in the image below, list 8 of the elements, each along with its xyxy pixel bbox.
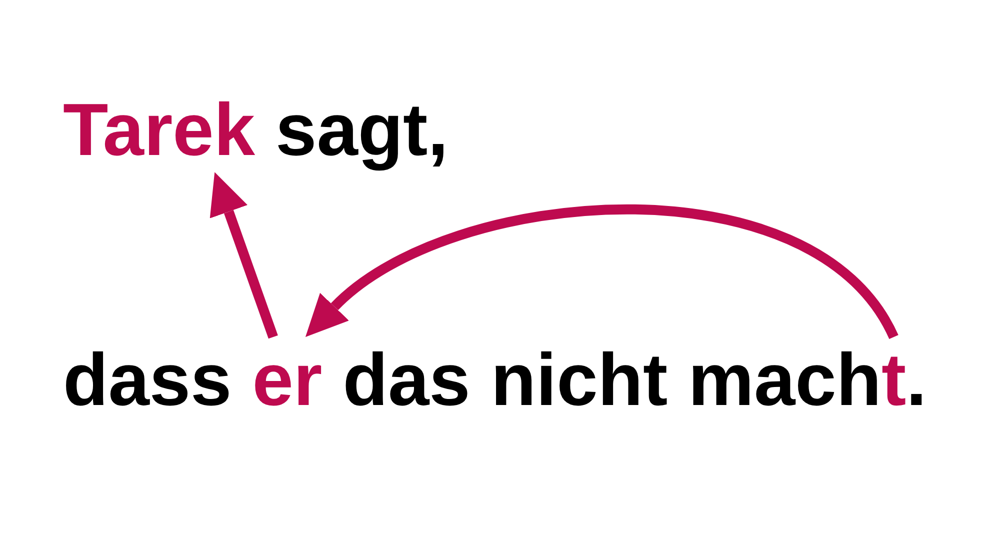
sentence-text: dass	[63, 337, 232, 422]
sentence-text: das nicht mach	[342, 337, 882, 422]
arrow	[210, 172, 278, 339]
highlighted-letter: t	[881, 337, 906, 422]
highlighted-word: Tarek	[63, 87, 255, 172]
period-mark: .	[906, 337, 927, 422]
highlighted-word: er	[252, 337, 322, 422]
sentence-text: sagt,	[276, 87, 448, 172]
